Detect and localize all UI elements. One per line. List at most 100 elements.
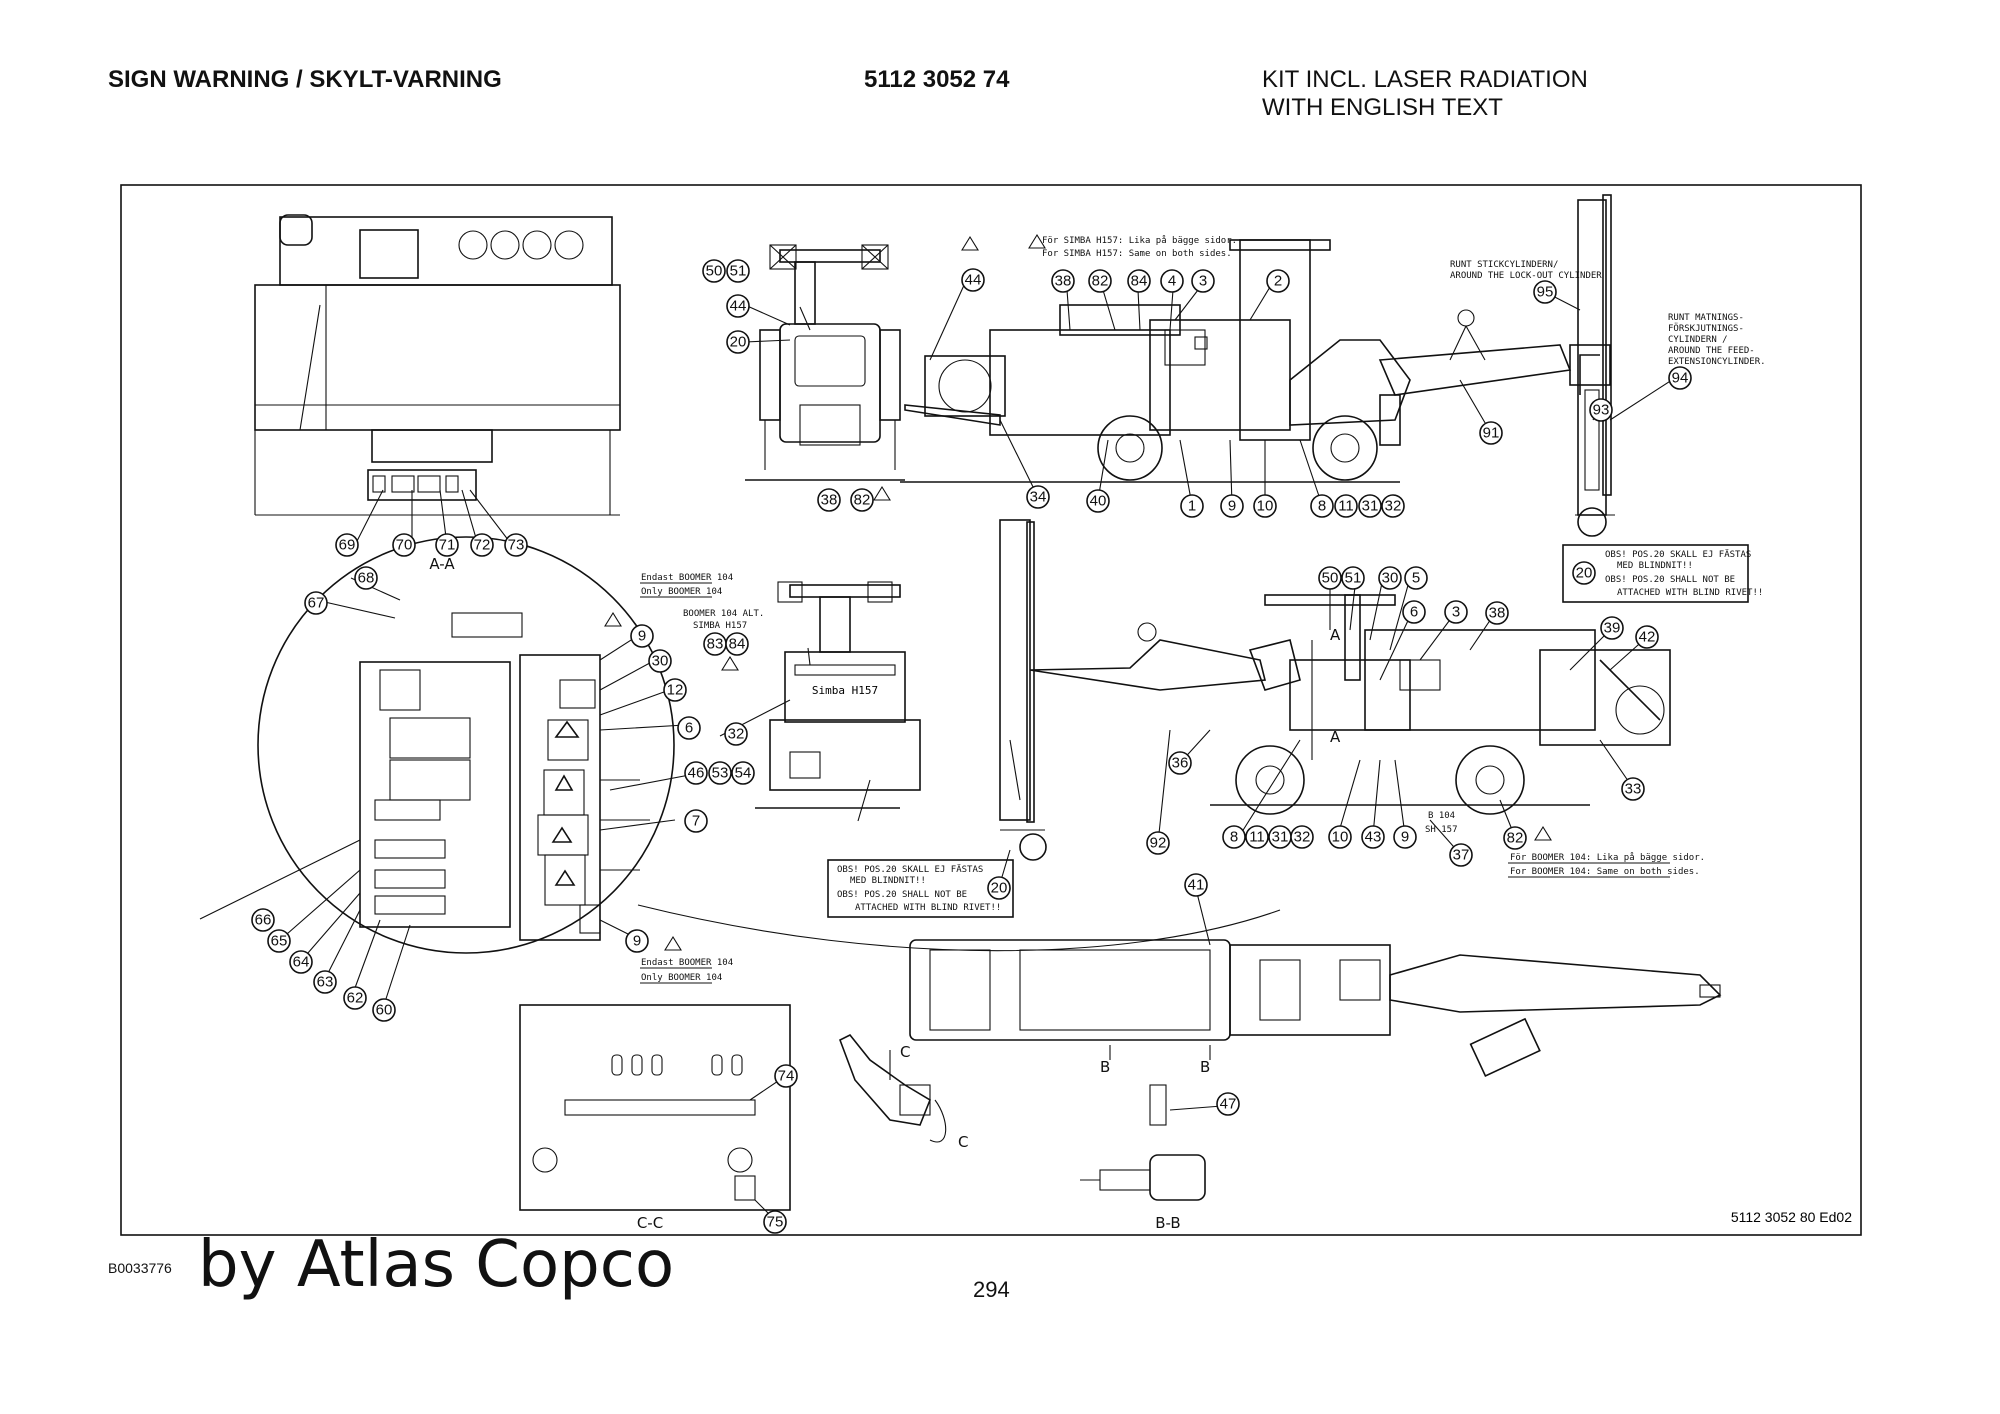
svg-text:33: 33 <box>1625 781 1642 798</box>
note-obs1-en-a: OBS! POS.20 SHALL NOT BE <box>1605 575 1735 585</box>
front-view-top <box>745 244 905 481</box>
svg-text:66: 66 <box>255 912 272 929</box>
callout: 82 <box>1088 269 1112 293</box>
callout: 1 <box>1180 494 1204 518</box>
callout: 75 <box>763 1210 787 1234</box>
svg-text:65: 65 <box>271 933 288 950</box>
callout: 91 <box>1479 421 1503 445</box>
svg-text:74: 74 <box>778 1068 795 1085</box>
note-lockout-en: AROUND THE LOCK-OUT CYLINDER <box>1450 271 1602 281</box>
svg-text:84: 84 <box>1131 273 1148 290</box>
svg-text:38: 38 <box>821 492 838 509</box>
svg-text:50: 50 <box>1322 570 1339 587</box>
callout: 74 <box>774 1064 798 1088</box>
callout: 46 <box>684 761 708 785</box>
warning-triangle-icon <box>604 611 622 627</box>
callout: 40 <box>1086 489 1110 513</box>
note-b104: B 104 <box>1428 811 1455 821</box>
callout: 3 <box>1191 269 1215 293</box>
svg-text:82: 82 <box>1092 273 1109 290</box>
callout: 10 <box>1253 494 1277 518</box>
section-label-c-upper: C <box>900 1043 910 1061</box>
callout: 31 <box>1268 825 1292 849</box>
callout: 5 <box>1404 566 1428 590</box>
warning-triangle-icon <box>664 935 682 951</box>
section-label-c-c: C-C <box>637 1214 663 1232</box>
svg-text:60: 60 <box>376 1002 393 1019</box>
callout: 2 <box>1266 269 1290 293</box>
svg-text:62: 62 <box>347 990 364 1007</box>
section-label-b-right: B <box>1200 1058 1210 1076</box>
note-feed-5: EXTENSIONCYLINDER. <box>1668 357 1766 367</box>
callout: 82 <box>1503 826 1527 850</box>
svg-text:30: 30 <box>652 653 669 670</box>
svg-text:32: 32 <box>728 726 745 743</box>
callout: 51 <box>726 259 750 283</box>
note-obs1-en-b: ATTACHED WITH BLIND RIVET!! <box>1617 588 1763 598</box>
callout: 33 <box>1621 777 1645 801</box>
svg-text:53: 53 <box>712 765 729 782</box>
callout: 30 <box>1378 566 1402 590</box>
callout: 7 <box>684 809 708 833</box>
warning-triangle-icon <box>1028 233 1046 249</box>
svg-text:94: 94 <box>1672 370 1689 387</box>
warning-triangle-icon <box>961 235 979 251</box>
feed-vertical-middle <box>999 519 1047 861</box>
svg-text:5: 5 <box>1412 570 1420 587</box>
svg-text:44: 44 <box>730 298 747 315</box>
simba-plate-label: Simba H157 <box>812 684 878 697</box>
note-boomer-alt-1: BOOMER 104 ALT. <box>683 609 764 619</box>
callout: 73 <box>504 533 528 557</box>
svg-text:95: 95 <box>1537 284 1554 301</box>
warning-triangle-icon <box>873 485 891 501</box>
callout: 43 <box>1361 825 1385 849</box>
callout: 95 <box>1533 280 1557 304</box>
svg-text:54: 54 <box>735 765 752 782</box>
svg-text:3: 3 <box>1199 273 1207 290</box>
callout: 71 <box>435 533 459 557</box>
callout: 69 <box>335 533 359 557</box>
callout: 41 <box>1184 873 1208 897</box>
side-view-middle: A A <box>1029 594 1671 815</box>
section-label-a-lower: A <box>1330 728 1341 746</box>
svg-text:93: 93 <box>1593 402 1610 419</box>
warning-triangles <box>604 233 1552 951</box>
callout: 37 <box>1449 843 1473 867</box>
callout: 42 <box>1635 625 1659 649</box>
svg-text:67: 67 <box>308 595 325 612</box>
callout: 70 <box>392 533 416 557</box>
callout: 9 <box>1393 825 1417 849</box>
callout: 84 <box>1127 269 1151 293</box>
svg-text:72: 72 <box>474 537 491 554</box>
callout: 44 <box>726 294 750 318</box>
callouts: 69 70 71 72 73 50 51 44 20 38 82 44 38 8… <box>251 259 1692 1234</box>
callout: 84 <box>725 632 749 656</box>
svg-text:63: 63 <box>317 974 334 991</box>
callout: 20 <box>987 876 1011 900</box>
part-number: 5112 3052 74 <box>864 66 1010 93</box>
callout: 9 <box>625 929 649 953</box>
callout: 65 <box>267 929 291 953</box>
callout: 82 <box>850 488 874 512</box>
svg-text:37: 37 <box>1453 847 1470 864</box>
svg-text:31: 31 <box>1272 829 1289 846</box>
svg-text:84: 84 <box>729 636 746 653</box>
notes: För SIMBA H157: Lika på bägge sidor. For… <box>640 235 1766 984</box>
drawing-number: 5112 3052 80 Ed02 <box>1731 1209 1852 1225</box>
note-feed-3: CYLINDERN / <box>1668 335 1728 345</box>
callout: 63 <box>313 970 337 994</box>
svg-text:11: 11 <box>1338 498 1354 515</box>
callout: 32 <box>1290 825 1314 849</box>
callout: 51 <box>1341 566 1365 590</box>
note-boomer-only-en-2: Only BOOMER 104 <box>641 973 722 983</box>
note-obs1-sv-a: OBS! POS.20 SKALL EJ FÄSTAS <box>1605 549 1751 560</box>
detail-circle <box>257 536 1281 954</box>
svg-text:51: 51 <box>730 263 747 280</box>
callout: 38 <box>1485 601 1509 625</box>
feed-vertical-right <box>1575 194 1615 537</box>
callout: 11 <box>1334 494 1358 518</box>
note-boomer-both-sides-en: For BOOMER 104: Same on both sides. <box>1510 867 1700 877</box>
callout: 54 <box>731 761 755 785</box>
callout: 3 <box>1444 600 1468 624</box>
